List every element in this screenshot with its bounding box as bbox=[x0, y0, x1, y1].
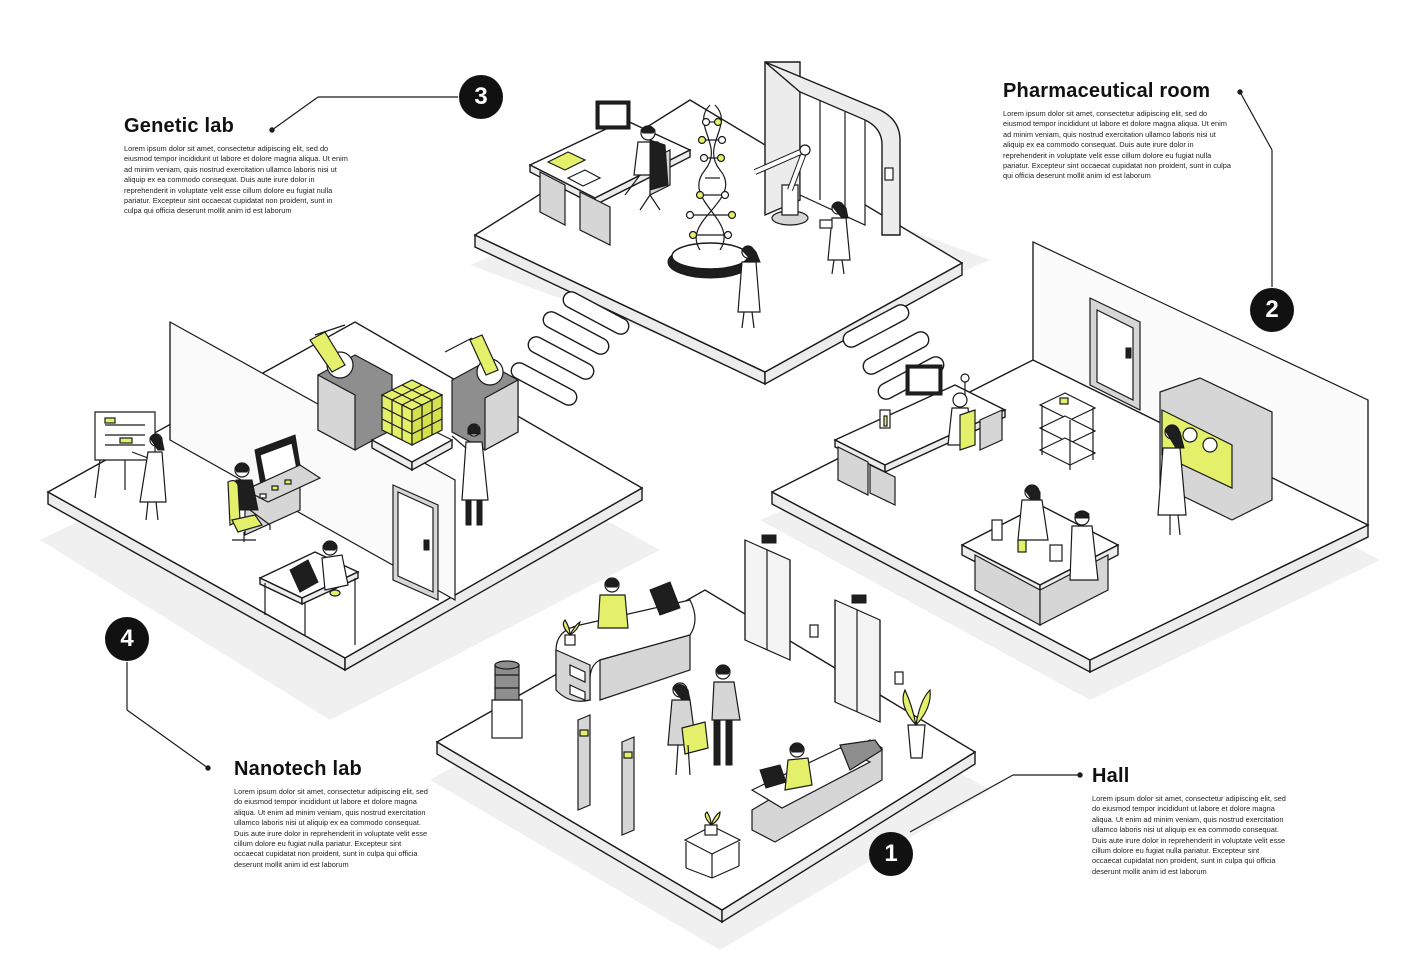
room-title: Genetic lab bbox=[124, 115, 235, 137]
nano-cube-stack bbox=[370, 379, 454, 472]
vault-door bbox=[392, 484, 439, 601]
room-description: Lorem ipsum dolor sit amet, consectetur … bbox=[1003, 109, 1232, 181]
room-number-badge: 1 bbox=[869, 832, 913, 876]
robot-arm bbox=[753, 144, 811, 226]
room-number-badge: 2 bbox=[1250, 288, 1294, 332]
control-console bbox=[243, 434, 322, 536]
scientist-seated-figure bbox=[624, 125, 669, 211]
pharmacy-desk bbox=[833, 364, 1007, 506]
room-number-badge: 4 bbox=[105, 617, 149, 661]
room-title: Nanotech lab bbox=[234, 758, 362, 780]
nanotech-lab-label: Nanotech lab Lorem ipsum dolor sit amet,… bbox=[234, 758, 430, 870]
stepping-platforms bbox=[510, 291, 945, 406]
operator-seated-figure bbox=[227, 462, 271, 542]
receptionist-figure bbox=[597, 577, 629, 629]
nanotech-lab-room bbox=[46, 320, 644, 672]
room-description: Lorem ipsum dolor sit amet, consectetur … bbox=[234, 787, 428, 869]
side-table bbox=[683, 810, 742, 879]
hall-label: Hall Lorem ipsum dolor sit amet, consect… bbox=[1092, 765, 1287, 877]
reception-desk bbox=[555, 581, 696, 702]
room-description: Lorem ipsum dolor sit amet, consectetur … bbox=[1092, 794, 1286, 876]
water-cooler bbox=[491, 660, 523, 739]
elevators bbox=[744, 534, 904, 723]
pharmacy-door bbox=[1089, 297, 1141, 411]
hall-room bbox=[435, 534, 977, 924]
security-gates bbox=[577, 714, 635, 836]
room-title: Pharmaceutical room bbox=[1003, 80, 1211, 102]
tall-plant bbox=[902, 688, 931, 759]
bench-scientists bbox=[1017, 484, 1099, 581]
room-description: Lorem ipsum dolor sit amet, consectetur … bbox=[124, 144, 348, 216]
lab-trolley bbox=[1038, 392, 1097, 470]
pharmaceutical-room bbox=[770, 241, 1370, 674]
business-people bbox=[667, 664, 741, 776]
room-title: Hall bbox=[1092, 765, 1130, 787]
leader-lines bbox=[126, 89, 1273, 833]
scientist-by-robot bbox=[451, 423, 489, 526]
industrial-robot-arms bbox=[309, 324, 519, 452]
technician-at-hood bbox=[1157, 424, 1187, 536]
room-number-badge: 3 bbox=[459, 75, 503, 119]
nanotech-desk bbox=[258, 540, 360, 645]
dna-helix-model bbox=[667, 104, 753, 279]
pharmaceutical-room-label: Pharmaceutical room Lorem ipsum dolor si… bbox=[1003, 80, 1233, 182]
sofa bbox=[750, 739, 883, 843]
scientists-standing bbox=[737, 201, 851, 329]
genetic-lab-label: Genetic lab Lorem ipsum dolor sit amet, … bbox=[124, 115, 349, 217]
genetic-lab-room bbox=[473, 61, 964, 386]
lab-gate-arch bbox=[764, 61, 901, 236]
desk-plant bbox=[562, 619, 581, 646]
presenter-figure bbox=[131, 433, 167, 521]
